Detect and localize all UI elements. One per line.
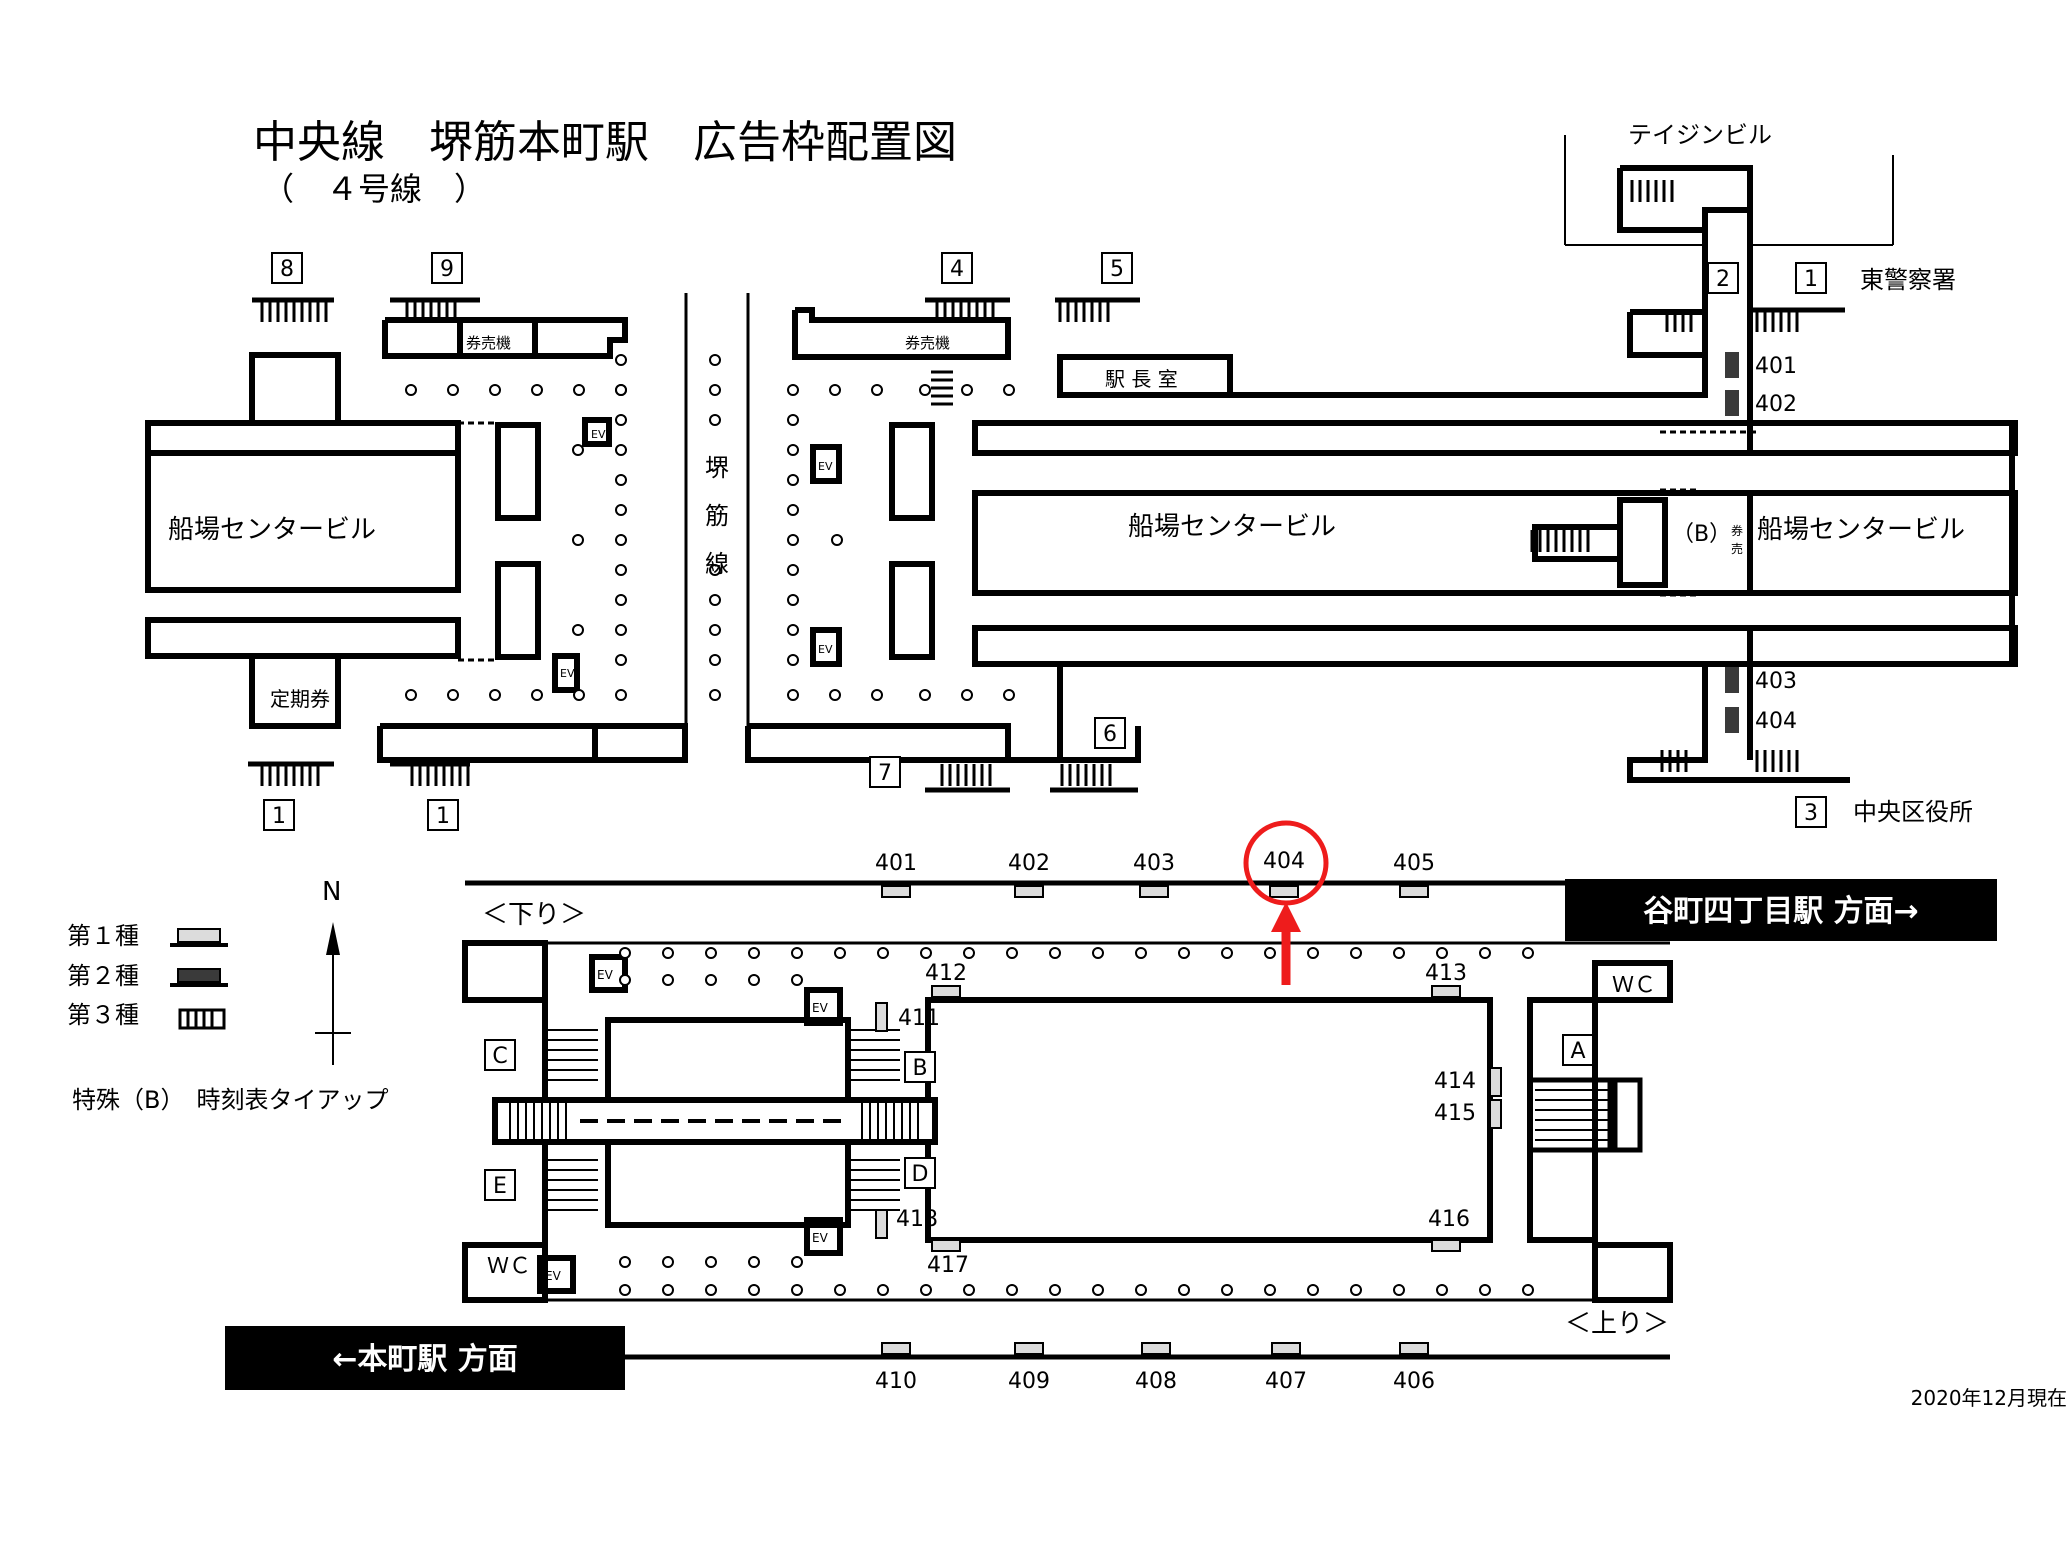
ad-417: 417: [927, 1253, 969, 1278]
north-label: N: [322, 877, 341, 907]
stair-a-label: A: [1570, 1039, 1585, 1064]
stair-b-label: B: [912, 1056, 927, 1081]
commuter-pass-label: 定期券: [270, 687, 330, 711]
ad-412: 412: [925, 961, 967, 986]
ad-407: 407: [1265, 1369, 1307, 1394]
ticket-small-2: 売: [1731, 541, 1743, 556]
funaba-left-label: 船場センタービル: [168, 515, 376, 545]
ticket-machine-left-label: 券売機: [466, 334, 511, 352]
legend-type3-swatch: [178, 1008, 226, 1030]
platform-ev-3: EV: [812, 1231, 829, 1245]
sakaisuji-label-2: 筋: [705, 502, 729, 530]
ad-414: 414: [1434, 1069, 1476, 1094]
platform-central-block: [925, 997, 1493, 1243]
sakaisuji-label-1: 堺: [705, 454, 729, 482]
sakaisuji-label-3: 線: [705, 550, 729, 578]
station-master-label: 駅 長 室: [1105, 367, 1178, 391]
concourse-ad-401: 401: [1755, 354, 1797, 379]
ev-label-4: EV: [818, 643, 833, 656]
ad-403: 403: [1133, 851, 1175, 876]
ad-413: 413: [1425, 961, 1467, 986]
exit-6: 6: [1103, 722, 1117, 747]
ev-label-1: EV: [591, 428, 606, 441]
exit-4: 4: [950, 257, 964, 282]
stair-d-label: D: [912, 1162, 929, 1187]
wc-left: ＷＣ: [487, 1254, 531, 1279]
up-direction-label: ＜上り＞: [1565, 1309, 1669, 1339]
platform-ev-4: EV: [545, 1269, 562, 1283]
platform-columns: [619, 947, 1534, 1296]
ad-409: 409: [1008, 1369, 1050, 1394]
funaba-center-label: 船場センタービル: [1128, 512, 1336, 542]
ticket-machine-right-label: 券売機: [905, 334, 950, 352]
exit-markers: 1 1 2 3 4 5 6 7 8 9 1: [263, 252, 1827, 831]
tanimachi-direction-text: 谷町四丁目駅 方面→: [1643, 894, 1919, 929]
legend-special-label: 特殊（B） 時刻表タイアップ: [72, 1086, 388, 1114]
funaba-right-label: 船場センタービル: [1757, 515, 1965, 545]
exit-5: 5: [1110, 257, 1124, 282]
ad-408: 408: [1135, 1369, 1177, 1394]
page-title: 中央線 堺筋本町駅 広告枠配置図: [253, 117, 957, 168]
ev-label-3: EV: [818, 460, 833, 473]
ev-box: [582, 417, 612, 447]
honmachi-direction-banner: [225, 1326, 625, 1390]
concourse-columns: [405, 354, 1015, 701]
concourse-ad-402: 402: [1755, 392, 1797, 417]
honmachi-direction-text: ←本町駅 方面: [332, 1342, 518, 1377]
exit-3: 3: [1804, 801, 1818, 826]
ad-415: 415: [1434, 1101, 1476, 1126]
ad-416: 416: [1428, 1207, 1470, 1232]
legend-type2-label: 第２種: [67, 962, 139, 990]
stair-c-label: C: [492, 1044, 507, 1069]
legend-type1-swatch: [177, 928, 221, 943]
ad-401: 401: [875, 851, 917, 876]
ad-404: 404: [1263, 849, 1305, 874]
police-station-label: 東警察署: [1860, 266, 1956, 294]
exit-1-left: 1: [272, 804, 286, 829]
page-subtitle: （ ４号線 ）: [262, 170, 486, 208]
b-special-label: （B）: [1672, 522, 1731, 547]
exit-8: 8: [280, 257, 294, 282]
platform-map: 401 402 403 404 405 410 409 408 407 406 …: [225, 820, 1997, 1394]
stair-e-label: E: [493, 1174, 507, 1199]
exit-7: 7: [878, 761, 892, 786]
concourse-ad-404: 404: [1755, 709, 1797, 734]
funaba-building-right: [1747, 490, 2018, 596]
ticket-block-right: [792, 307, 1011, 360]
ad-406: 406: [1393, 1369, 1435, 1394]
concourse-map: [145, 135, 2018, 783]
ad-405: 405: [1393, 851, 1435, 876]
legend-type1-label: 第１種: [67, 922, 139, 950]
down-direction-label: ＜下り＞: [482, 900, 586, 930]
exit-1-east: 1: [1804, 267, 1818, 292]
stair-hatching: [248, 180, 1845, 793]
ticket-block-left: [382, 317, 628, 359]
as-of-date: 2020年12月現在: [1911, 1386, 2067, 1410]
platform-ev-1: EV: [597, 968, 614, 982]
ward-office-label: 中央区役所: [1853, 798, 1973, 826]
teijin-building-label: テイジンビル: [1628, 121, 1772, 149]
exit-2: 2: [1716, 267, 1730, 292]
legend-type3-label: 第３種: [67, 1001, 139, 1029]
legend: 第１種 第２種 第３種 特殊（B） 時刻表タイアップ N: [67, 877, 388, 1114]
wc-right: ＷＣ: [1612, 973, 1656, 998]
concourse-ad-panels: 401 402 403 404: [1725, 352, 1797, 734]
funaba-building-left: [145, 420, 461, 593]
track-ad-panels: [875, 885, 1502, 1355]
exit-1-right: 1: [436, 804, 450, 829]
ad-410: 410: [875, 1369, 917, 1394]
ticket-small-1: 券: [1731, 523, 1743, 538]
ev-label-2: EV: [560, 667, 575, 680]
commuter-office: [249, 653, 341, 729]
concourse-ad-403: 403: [1755, 669, 1797, 694]
exit-9: 9: [440, 257, 454, 282]
ad-418: 418: [896, 1207, 938, 1232]
ad-402: 402: [1008, 851, 1050, 876]
legend-type2-swatch: [177, 968, 221, 983]
left-building-band: [145, 617, 461, 659]
platform-ev-2: EV: [812, 1001, 829, 1015]
ad-411: 411: [898, 1006, 940, 1031]
tanimachi-direction-banner: [1565, 879, 1997, 941]
